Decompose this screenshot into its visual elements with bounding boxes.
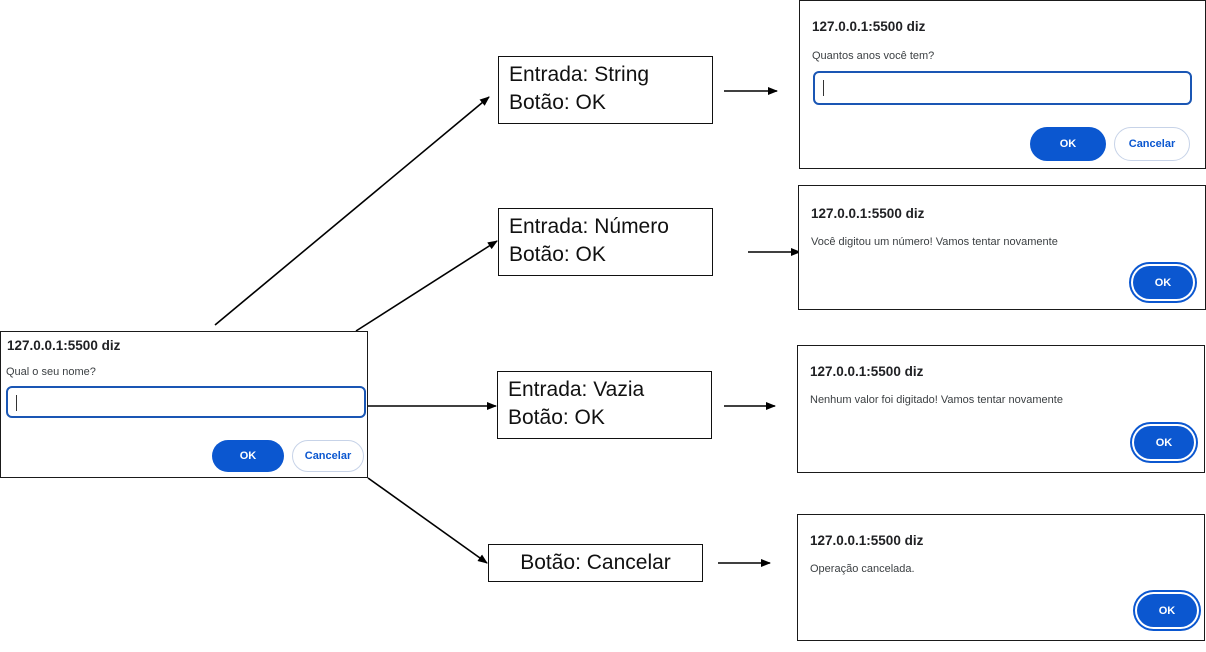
dialog-message: Nenhum valor foi digitado! Vamos tentar …: [810, 394, 1063, 406]
condition-button-label: Botão: OK: [509, 91, 606, 114]
result-dialog-age-prompt: 127.0.0.1:5500 diz Quantos anos você tem…: [799, 0, 1206, 169]
condition-input-label: Entrada: String: [509, 63, 650, 86]
name-input[interactable]: [6, 386, 366, 418]
result-dialog-empty-alert: 127.0.0.1:5500 diz Nenhum valor foi digi…: [797, 345, 1205, 473]
text-caret: [823, 80, 824, 96]
condition-input-label: Entrada: Número: [509, 215, 669, 238]
condition-input-label: Entrada: Vazia: [508, 378, 645, 401]
condition-string: Entrada: String Botão: OK: [498, 56, 713, 124]
ok-button[interactable]: OK: [1030, 127, 1106, 161]
condition-numero: Entrada: Número Botão: OK: [498, 208, 713, 276]
ok-button[interactable]: OK: [1133, 266, 1193, 299]
dialog-title: 127.0.0.1:5500 diz: [811, 206, 925, 221]
dialog-message: Qual o seu nome?: [6, 366, 96, 378]
condition-button-label: Botão: OK: [508, 406, 605, 429]
ok-button[interactable]: OK: [1134, 426, 1194, 459]
cancel-button[interactable]: Cancelar: [1114, 127, 1190, 161]
dialog-title: 127.0.0.1:5500 diz: [810, 533, 924, 548]
dialog-message: Quantos anos você tem?: [812, 50, 935, 62]
dialog-title: 127.0.0.1:5500 diz: [812, 19, 926, 34]
text-caret: [16, 395, 17, 411]
ok-button[interactable]: OK: [1137, 594, 1197, 627]
dialog-title: 127.0.0.1:5500 diz: [7, 338, 121, 353]
dialog-message: Você digitou um número! Vamos tentar nov…: [811, 236, 1058, 248]
arrow-to-string: [214, 96, 490, 326]
condition-button-label: Botão: OK: [509, 243, 606, 266]
prompt-dialog: 127.0.0.1:5500 diz Qual o seu nome? OK C…: [0, 331, 368, 478]
dialog-message: Operação cancelada.: [810, 563, 915, 575]
cancel-button[interactable]: Cancelar: [292, 440, 364, 472]
condition-cancelar: Botão: Cancelar: [488, 544, 703, 582]
arrow-to-cancelar: [367, 477, 488, 564]
ok-button[interactable]: OK: [212, 440, 284, 472]
result-dialog-cancel-alert: 127.0.0.1:5500 diz Operação cancelada. O…: [797, 514, 1205, 641]
condition-vazia: Entrada: Vazia Botão: OK: [497, 371, 712, 439]
result-dialog-number-alert: 127.0.0.1:5500 diz Você digitou um númer…: [798, 185, 1206, 310]
dialog-title: 127.0.0.1:5500 diz: [810, 364, 924, 379]
arrow-to-numero: [355, 240, 498, 332]
age-input[interactable]: [813, 71, 1192, 105]
condition-button-label: Botão: Cancelar: [520, 551, 671, 574]
